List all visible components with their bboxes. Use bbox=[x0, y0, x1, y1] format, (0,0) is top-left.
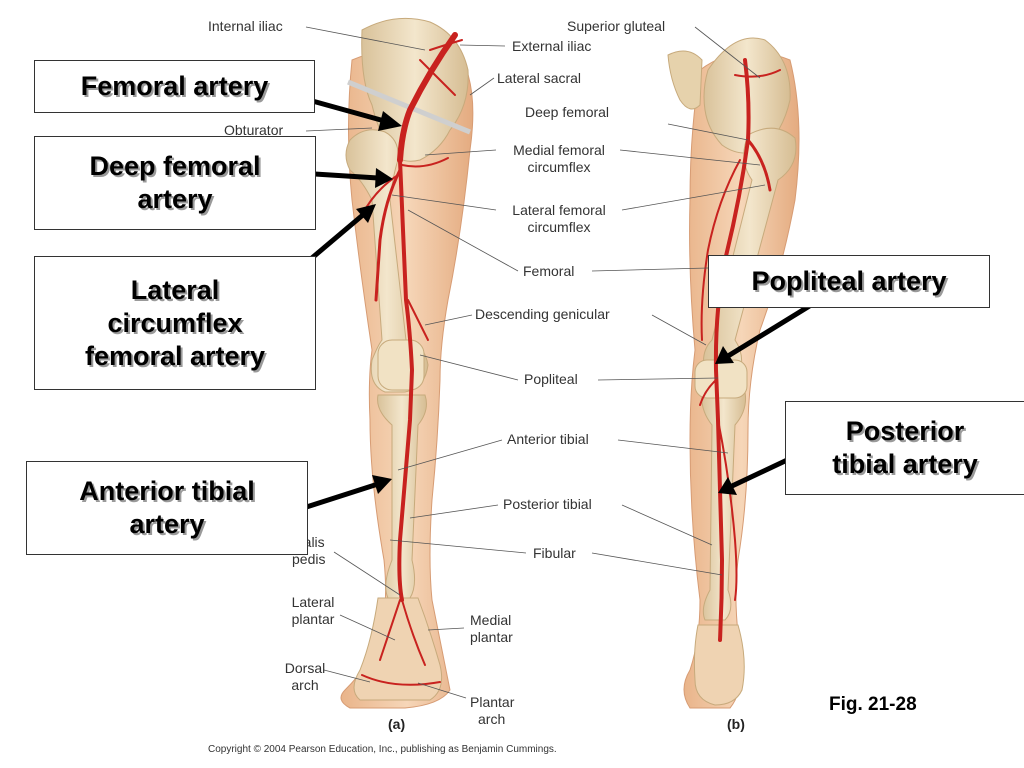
patella-a bbox=[377, 339, 425, 391]
label-deep-femoral: Deep femoral bbox=[525, 104, 610, 120]
label-fibular: Fibular bbox=[533, 545, 576, 561]
sacrum-b bbox=[667, 50, 703, 110]
label-medial-plantar: Medial plantar bbox=[470, 612, 513, 645]
label-internal-iliac: Internal iliac bbox=[208, 18, 283, 34]
arteries-a bbox=[361, 32, 463, 686]
leader-lines bbox=[305, 26, 766, 699]
copyright-notice: Copyright © 2004 Pearson Education, Inc.… bbox=[208, 744, 557, 755]
callout-popliteal-artery: Popliteal artery bbox=[708, 255, 990, 308]
knee-b bbox=[694, 359, 748, 399]
label-obturator: Obturator bbox=[224, 122, 284, 138]
label-dorsal-arch: Dorsal arch bbox=[284, 660, 326, 693]
label-descending-genicular: Descending genicular bbox=[475, 306, 610, 322]
label-femoral: Femoral bbox=[523, 263, 575, 279]
leg-posterior-view bbox=[667, 37, 800, 709]
label-medial-femoral-circumflex: Medial femoral circumflex bbox=[513, 142, 605, 175]
label-lateral-plantar: Lateral plantar bbox=[291, 594, 335, 627]
label-lateral-sacral: Lateral sacral bbox=[497, 70, 582, 86]
callout-lateral-circumflex-femoral-artery: Lateral circumflex femoral artery bbox=[34, 256, 316, 390]
callout-deep-femoral-artery: Deep femoral artery bbox=[34, 136, 316, 230]
callout-posterior-tibial-artery: Posterior tibial artery bbox=[785, 401, 1024, 495]
label-posterior-tibial: Posterior tibial bbox=[503, 496, 592, 512]
foot-a bbox=[353, 597, 443, 701]
callout-anterior-tibial-artery: Anterior tibial artery bbox=[26, 461, 308, 555]
arrow-popliteal-artery bbox=[715, 299, 818, 364]
callout-femoral-artery: Femoral artery bbox=[34, 60, 315, 113]
foot-b bbox=[693, 624, 745, 706]
figure-number: Fig. 21-28 bbox=[829, 694, 917, 715]
label-anterior-tibial: Anterior tibial bbox=[507, 431, 589, 447]
label-lateral-femoral-circumflex: Lateral femoral circumflex bbox=[512, 202, 606, 235]
panel-label-b: (b) bbox=[727, 716, 745, 732]
tibia-b bbox=[701, 391, 746, 621]
label-superior-gluteal: Superior gluteal bbox=[567, 18, 666, 34]
panel-label-a: (a) bbox=[388, 716, 406, 732]
label-popliteal: Popliteal bbox=[524, 371, 578, 387]
label-external-iliac: External iliac bbox=[512, 38, 592, 54]
femur-b bbox=[703, 127, 797, 373]
label-plantar-arch: Plantar arch bbox=[470, 694, 515, 727]
